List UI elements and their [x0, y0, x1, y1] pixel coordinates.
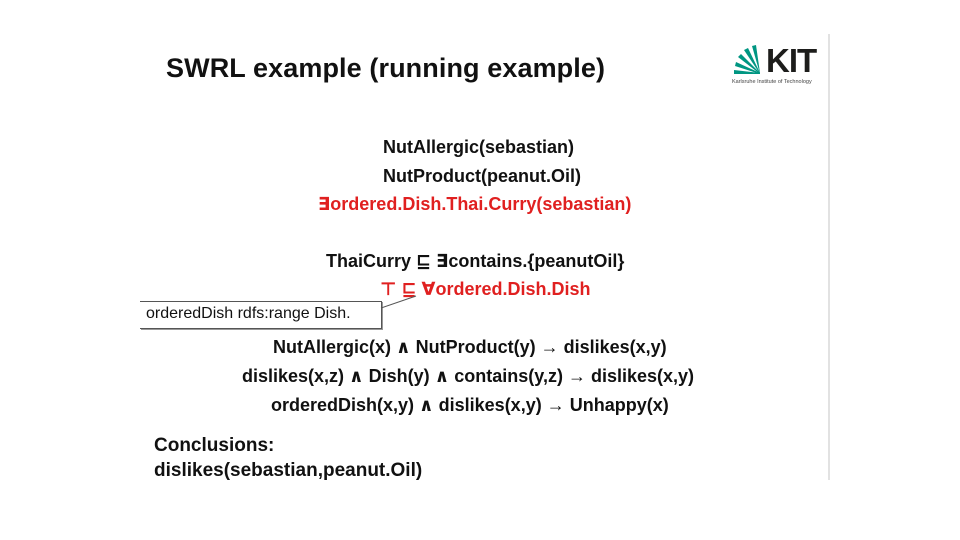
- callout-text: orderedDish rdfs:range Dish.: [146, 305, 351, 322]
- axiom-range: ⊤ ⊑ ∀ordered.Dish.Dish: [380, 279, 591, 299]
- kit-logo: KIT Karlsruhe Institute of Technology: [730, 42, 822, 88]
- slide-title: SWRL example (running example): [166, 53, 606, 83]
- kit-logo-icon: [734, 45, 760, 74]
- kit-logo-subtitle: Karlsruhe Institute of Technology: [732, 79, 812, 85]
- callout-box: [140, 301, 382, 329]
- slide-border: [828, 34, 830, 480]
- axiom-thaicurry: ThaiCurry ⊑ ∃contains.{peanutOil}: [326, 251, 625, 271]
- conclusions-heading: Conclusions:: [154, 435, 275, 456]
- rule-1: NutAllergic(x) ∧ NutProduct(y) → dislike…: [273, 337, 667, 357]
- fact-nutproduct: NutProduct(peanut.Oil): [383, 166, 581, 186]
- rule-3: orderedDish(x,y) ∧ dislikes(x,y) → Unhap…: [271, 395, 669, 415]
- rule-2: dislikes(x,z) ∧ Dish(y) ∧ contains(y,z) …: [242, 366, 695, 386]
- fact-nutallergic: NutAllergic(sebastian): [383, 137, 575, 157]
- conclusion-item: dislikes(sebastian,peanut.Oil): [154, 460, 423, 481]
- fact-ordered-dish: ∃ordered.Dish.Thai.Curry(sebastian): [318, 194, 632, 214]
- kit-logo-text: KIT: [766, 42, 817, 79]
